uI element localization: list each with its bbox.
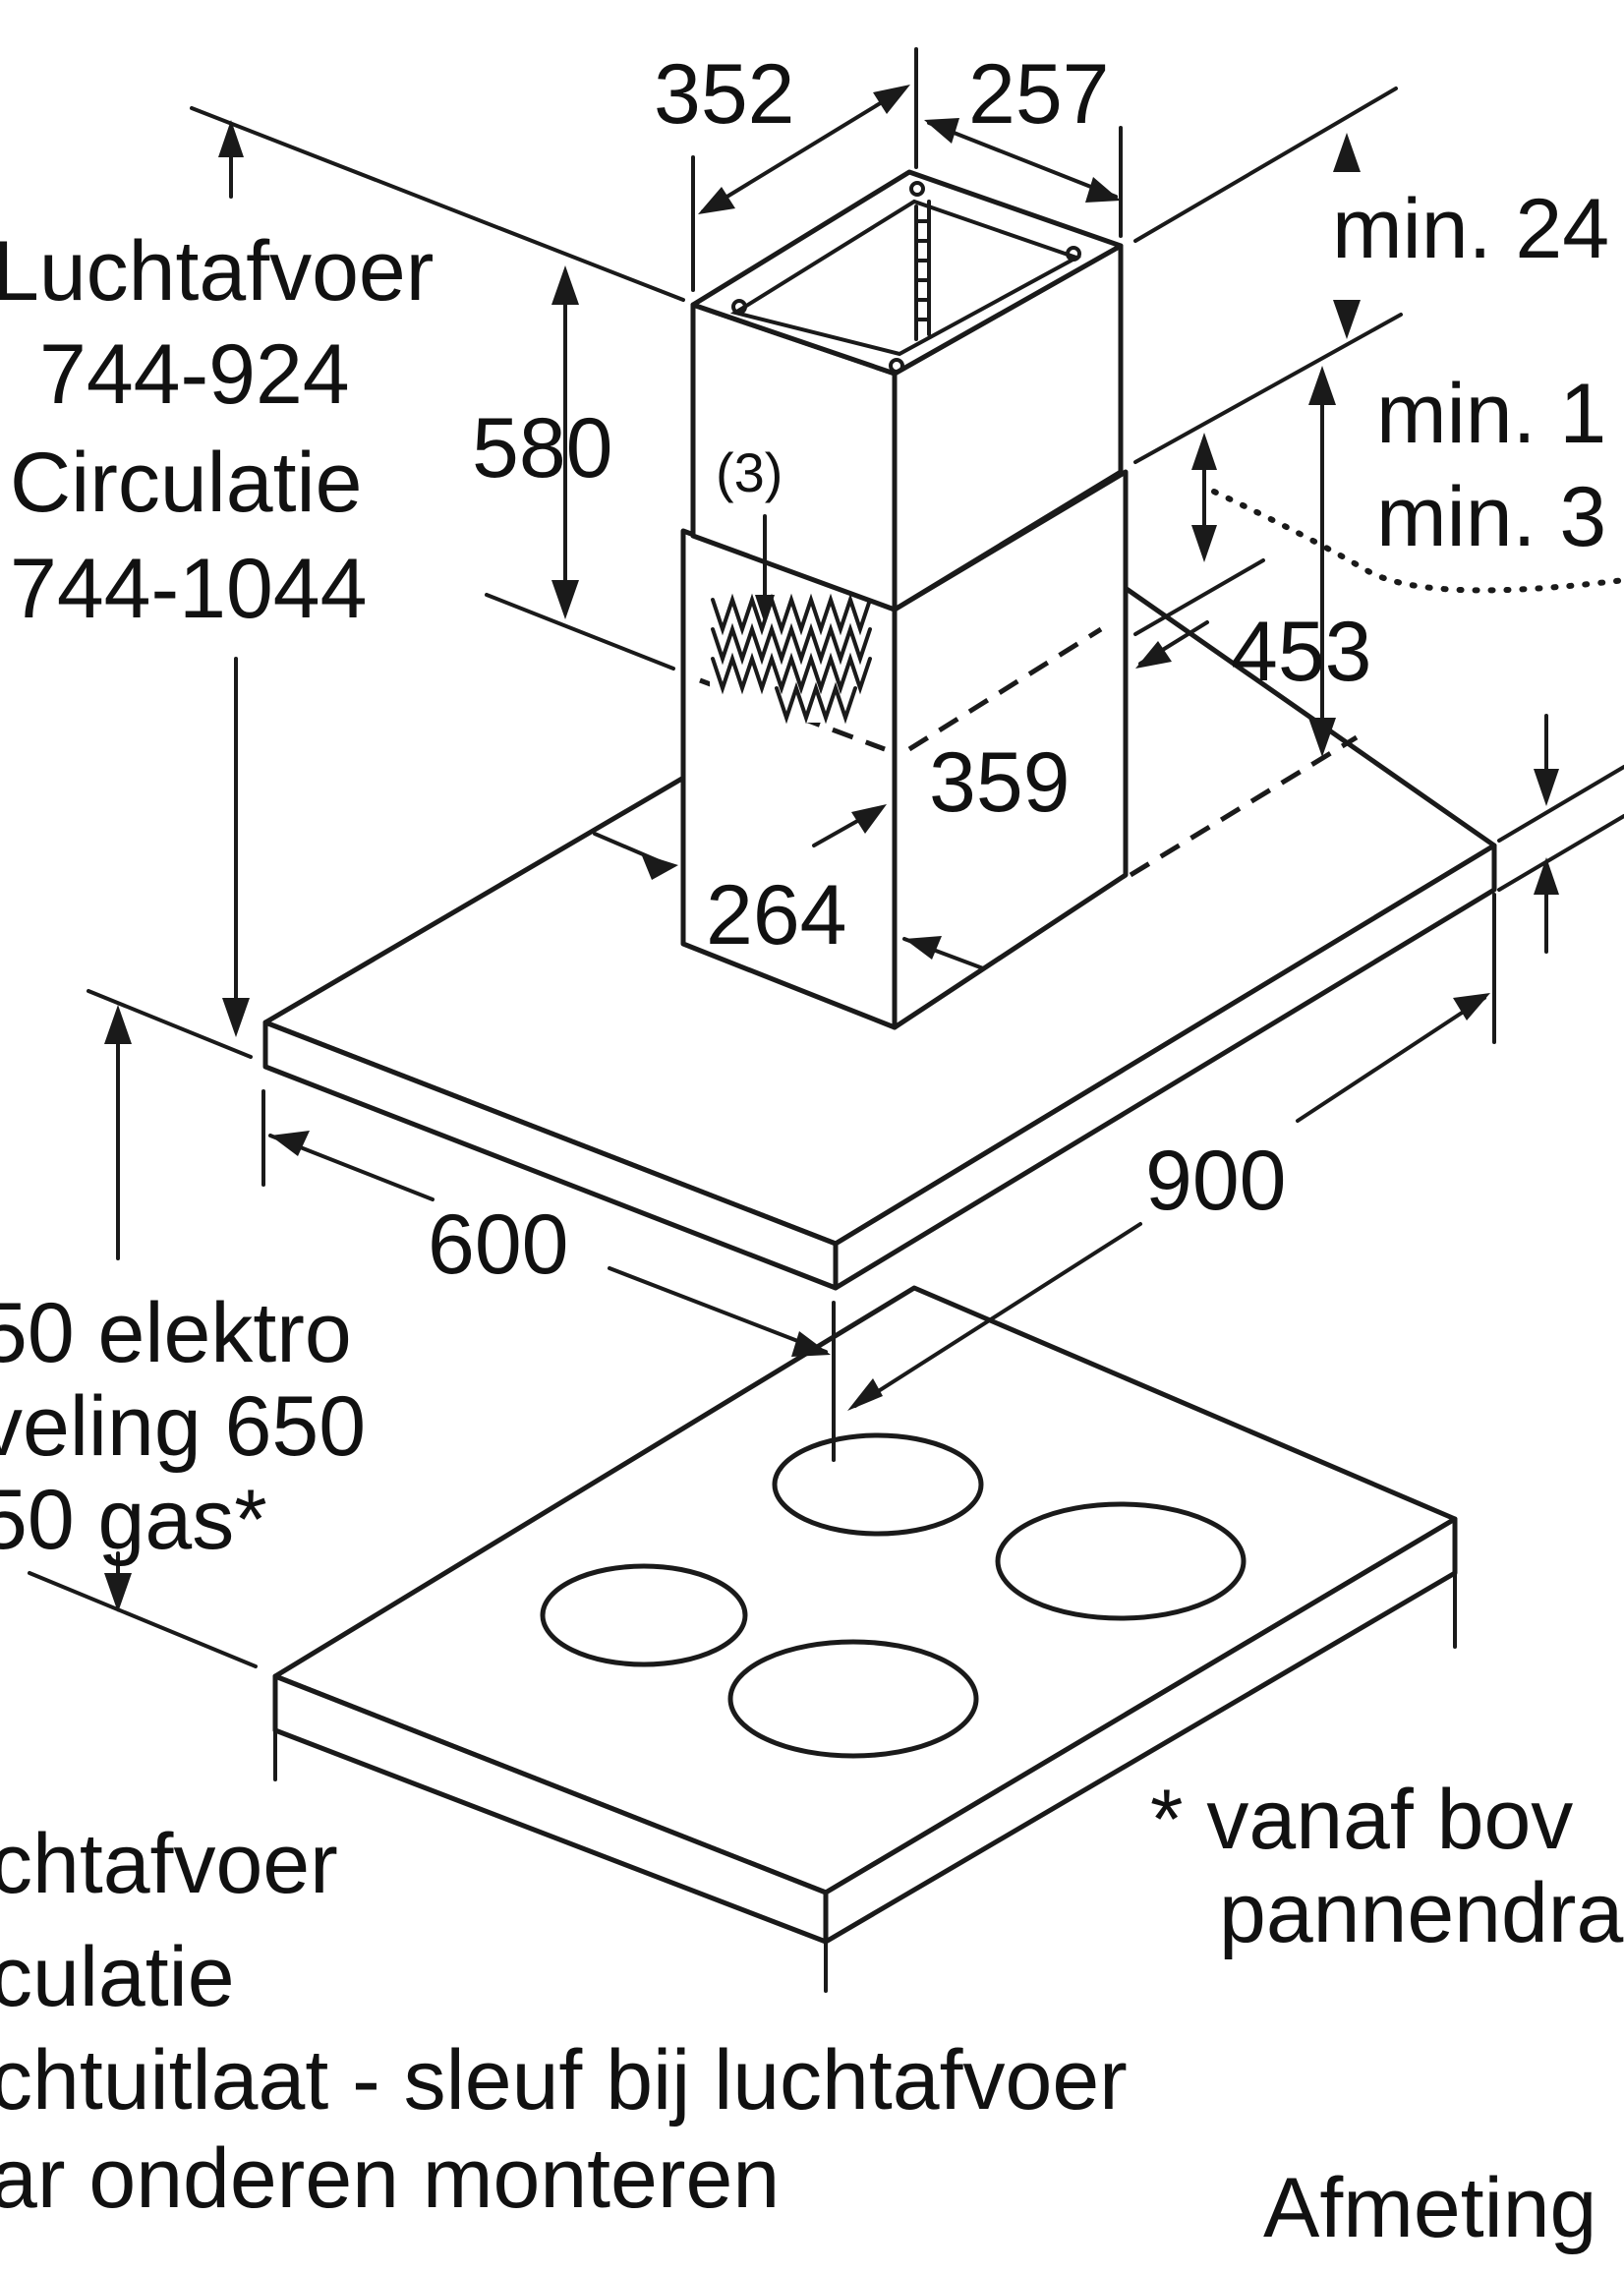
arrow-head-icon [1534, 857, 1559, 895]
right-min-labels: min. 24 min. 1 min. 3 [1332, 182, 1609, 564]
left-mid-line-1: 50 elektro [0, 1286, 352, 1380]
legend-line-4: ar onderen monteren [0, 2131, 780, 2226]
arrow-head-icon [698, 187, 735, 214]
arrow-head-icon [1085, 177, 1121, 203]
footnote-line-1: * vanaf bov [1150, 1773, 1573, 1867]
arrow-head-icon [1308, 366, 1336, 405]
burner-ring-icon [772, 1432, 984, 1537]
arrow-head-icon [641, 853, 678, 880]
arrow-head-icon [904, 936, 942, 960]
burner-ring-icon [727, 1639, 979, 1759]
arrow-head-icon [1333, 133, 1361, 172]
vent-slot-icon [710, 585, 877, 725]
arrow-head-icon [218, 120, 244, 157]
dim-352-label: 352 [654, 47, 795, 142]
chimney-upper-top [690, 169, 1124, 377]
arrow-head-icon [222, 998, 250, 1037]
left-top-line-2: 744-924 [39, 327, 350, 422]
arrow-head-icon [851, 804, 887, 834]
right-min-line-2: min. 1 [1376, 367, 1606, 461]
burner-ring-icon [540, 1563, 748, 1667]
arrow-head-icon [924, 118, 959, 144]
left-mid-line-2: veling 650 [0, 1379, 366, 1474]
arrow-head-icon [755, 595, 775, 624]
right-min-line-1: min. 24 [1332, 182, 1609, 276]
dim-453-label: 453 [1231, 605, 1372, 699]
left-mid-label-block: 50 elektro veling 650 50 gas* [0, 1286, 366, 1567]
chimney-lower [680, 469, 1359, 1030]
legend-line-1: chtafvoer [0, 1817, 338, 1911]
footer-label: Afmeting [1263, 2161, 1596, 2255]
marker-3-label: (3) [716, 441, 783, 503]
dim-264-label: 264 [706, 868, 847, 962]
arrow-head-icon [1308, 718, 1336, 757]
arrow-head-icon [873, 85, 910, 114]
footnote-block: * vanaf bov pannendra [1150, 1773, 1623, 1960]
cooktop [272, 1285, 1458, 1993]
legend-line-2: culatie [0, 1930, 235, 2024]
dim-359-label: 359 [929, 735, 1071, 830]
dim-257-label: 257 [968, 47, 1110, 142]
dim-600-label: 600 [428, 1197, 569, 1292]
arrow-head-icon [1191, 525, 1217, 562]
arrow-head-icon [104, 1573, 132, 1612]
arrow-head-icon [1191, 433, 1217, 470]
left-top-label-block: Luchtafvoer 744-924 Circulatie 744-1044 [0, 224, 434, 636]
arrow-head-icon [1453, 993, 1490, 1020]
left-mid-line-3: 50 gas* [0, 1473, 267, 1567]
dim-900-label: 900 [1145, 1134, 1287, 1228]
burner-ring-icon [995, 1501, 1247, 1621]
chimney-upper [690, 169, 1124, 612]
arrow-head-icon [551, 580, 579, 619]
left-top-line-4: 744-1044 [10, 542, 367, 636]
dimension-labels: 352 257 580 453 359 264 900 600 (3) [428, 47, 1372, 1292]
arrow-head-icon [1534, 769, 1559, 806]
footnote-line-2: pannendra [1219, 1866, 1623, 1960]
legend-line-3: chtuitlaat - sleuf bij luchtafvoer [0, 2033, 1128, 2128]
arrow-head-icon [270, 1131, 310, 1156]
arrow-head-icon [551, 265, 579, 305]
right-min-line-3: min. 3 [1376, 470, 1606, 564]
left-top-line-3: Circulatie [10, 436, 362, 530]
arrow-head-icon [847, 1378, 883, 1411]
legend-block: chtafvoer culatie chtuitlaat - sleuf bij… [0, 1817, 1128, 2226]
arrow-head-icon [1333, 300, 1361, 339]
arrow-head-icon [104, 1005, 132, 1044]
arrow-head-icon [1135, 641, 1172, 669]
dim-580-label: 580 [472, 401, 613, 496]
canopy-side-edge [833, 843, 1497, 1291]
left-top-line-1: Luchtafvoer [0, 224, 434, 319]
arrow-head-icon [791, 1331, 831, 1357]
dimension-lines [28, 47, 1624, 1668]
